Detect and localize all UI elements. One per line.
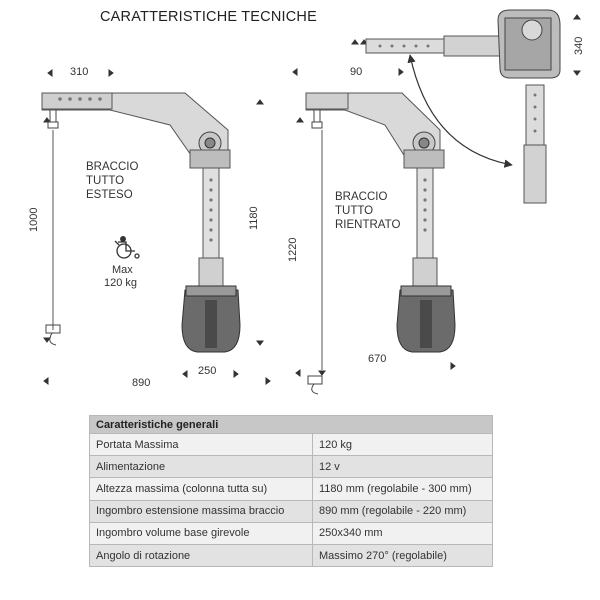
crane-retracted bbox=[292, 68, 456, 395]
dim-left-top-width: 310 bbox=[70, 66, 88, 78]
spec-value: 250x340 mm bbox=[312, 521, 493, 545]
table-row: Ingombro estensione massima braccio 890 … bbox=[89, 499, 493, 523]
arm-retracted bbox=[305, 92, 445, 169]
spec-label: Alimentazione bbox=[89, 455, 313, 479]
crane-extended bbox=[41, 69, 271, 385]
column-extended bbox=[198, 167, 224, 287]
dim-left-base-width: 250 bbox=[198, 365, 216, 377]
table-row: Alimentazione 12 v bbox=[89, 455, 493, 479]
spec-label: Ingombro volume base girevole bbox=[89, 521, 313, 545]
dim-right-top-width: 90 bbox=[350, 66, 362, 78]
dim-left-span: 890 bbox=[132, 377, 150, 389]
label-retracted-3: RIENTRATO bbox=[335, 219, 400, 231]
spec-label: Portata Massima bbox=[89, 432, 313, 457]
page-title: CARATTERISTICHE TECNICHE bbox=[100, 9, 317, 25]
label-extended-1: BRACCIO bbox=[86, 161, 138, 173]
table-row: Ingombro volume base girevole 250x340 mm bbox=[89, 521, 493, 545]
specs-table: Caratteristiche generali Portata Massima… bbox=[89, 415, 493, 568]
wheelchair-icon bbox=[114, 236, 140, 259]
label-extended-2: TUTTO bbox=[86, 175, 124, 187]
hook-bottom-right bbox=[307, 375, 323, 395]
hook-bottom-left bbox=[45, 324, 61, 346]
hook-top-left bbox=[47, 109, 59, 129]
label-max-weight: 120 kg bbox=[104, 277, 137, 289]
hook-top-right bbox=[311, 109, 323, 129]
dim-right-height: 1220 bbox=[287, 238, 299, 262]
base-retracted bbox=[396, 285, 456, 353]
arm-extended bbox=[41, 92, 231, 169]
label-extended-3: ESTESO bbox=[86, 189, 133, 201]
base-extended bbox=[181, 285, 241, 353]
spec-value: Massimo 270° (regolabile) bbox=[312, 543, 493, 568]
spec-value: 1180 mm (regolabile - 300 mm) bbox=[312, 477, 493, 501]
dim-left-column-height: 1180 bbox=[248, 206, 260, 230]
spec-label: Ingombro estensione massima braccio bbox=[89, 499, 313, 523]
specs-table-header-row: Caratteristiche generali bbox=[89, 415, 493, 434]
table-row: Portata Massima 120 kg bbox=[89, 432, 493, 457]
label-retracted-1: BRACCIO bbox=[335, 191, 387, 203]
dim-right-span: 670 bbox=[368, 353, 386, 365]
spec-label: Angolo di rotazione bbox=[89, 543, 313, 568]
plan-view bbox=[351, 9, 581, 204]
spec-value: 12 v bbox=[312, 455, 493, 479]
dimension-ticks-left bbox=[43, 69, 271, 385]
dim-left-height: 1000 bbox=[28, 208, 40, 232]
technical-drawing: 310 1000 1180 250 890 90 1220 670 340 BR… bbox=[28, 9, 585, 395]
label-retracted-2: TUTTO bbox=[335, 205, 373, 217]
spec-label: Altezza massima (colonna tutta su) bbox=[89, 477, 313, 501]
label-max: Max bbox=[112, 264, 133, 276]
table-row: Altezza massima (colonna tutta su) 1180 … bbox=[89, 477, 493, 501]
table-row: Angolo di rotazione Massimo 270° (regola… bbox=[89, 543, 493, 568]
column-retracted bbox=[412, 167, 438, 287]
spec-value: 890 mm (regolabile - 220 mm) bbox=[312, 499, 493, 523]
spec-value: 120 kg bbox=[312, 432, 493, 457]
specs-table-header: Caratteristiche generali bbox=[89, 415, 493, 434]
dim-top-depth: 340 bbox=[573, 37, 585, 55]
